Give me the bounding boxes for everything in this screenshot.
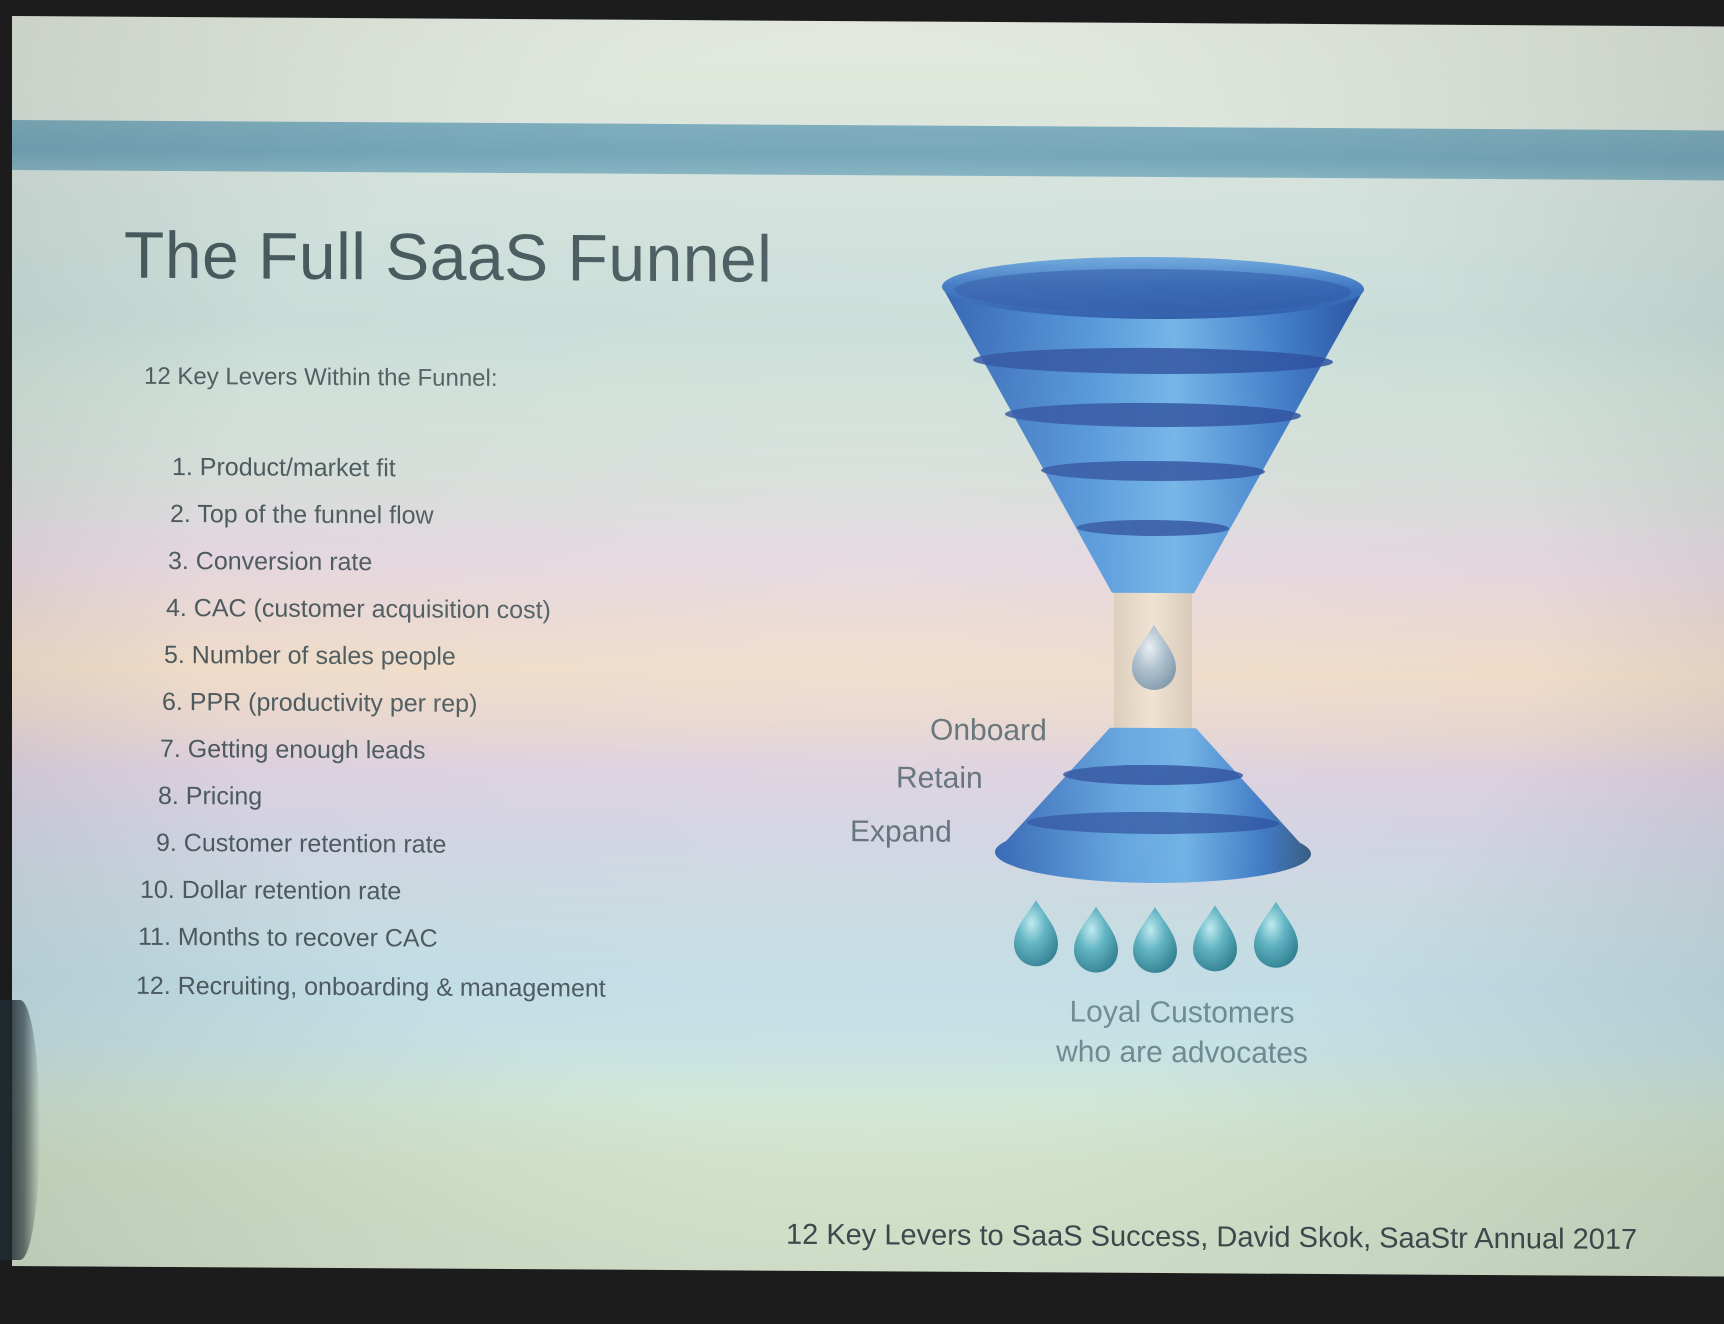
audience-silhouette <box>0 1000 40 1260</box>
retain-label: Retain <box>896 761 983 795</box>
loyal-customers-caption: Loyal Customers who are advocates <box>1022 992 1342 1074</box>
water-drop-icon <box>1132 624 1176 690</box>
loyal-customers-line: who are advocates <box>1056 1035 1308 1070</box>
expand-label: Expand <box>850 815 952 849</box>
water-drop-icon <box>1014 900 1058 967</box>
onboard-label: Onboard <box>930 713 1047 748</box>
water-drop-icon <box>1193 905 1237 972</box>
loyal-customers-line: Loyal Customers <box>1069 995 1295 1030</box>
water-drop-icon <box>1133 906 1177 973</box>
water-drop-icon <box>1254 901 1298 968</box>
presentation-slide: The Full SaaS Funnel 12 Key Levers Withi… <box>12 16 1724 1277</box>
funnel-bottom-cone-icon <box>995 727 1311 883</box>
funnel-top-cone-icon <box>942 256 1364 594</box>
citation: 12 Key Levers to SaaS Success, David Sko… <box>786 1218 1638 1256</box>
funnel-diagram <box>942 256 1364 973</box>
water-drop-icon <box>1074 906 1118 973</box>
loyal-customer-drops <box>1014 900 1298 973</box>
